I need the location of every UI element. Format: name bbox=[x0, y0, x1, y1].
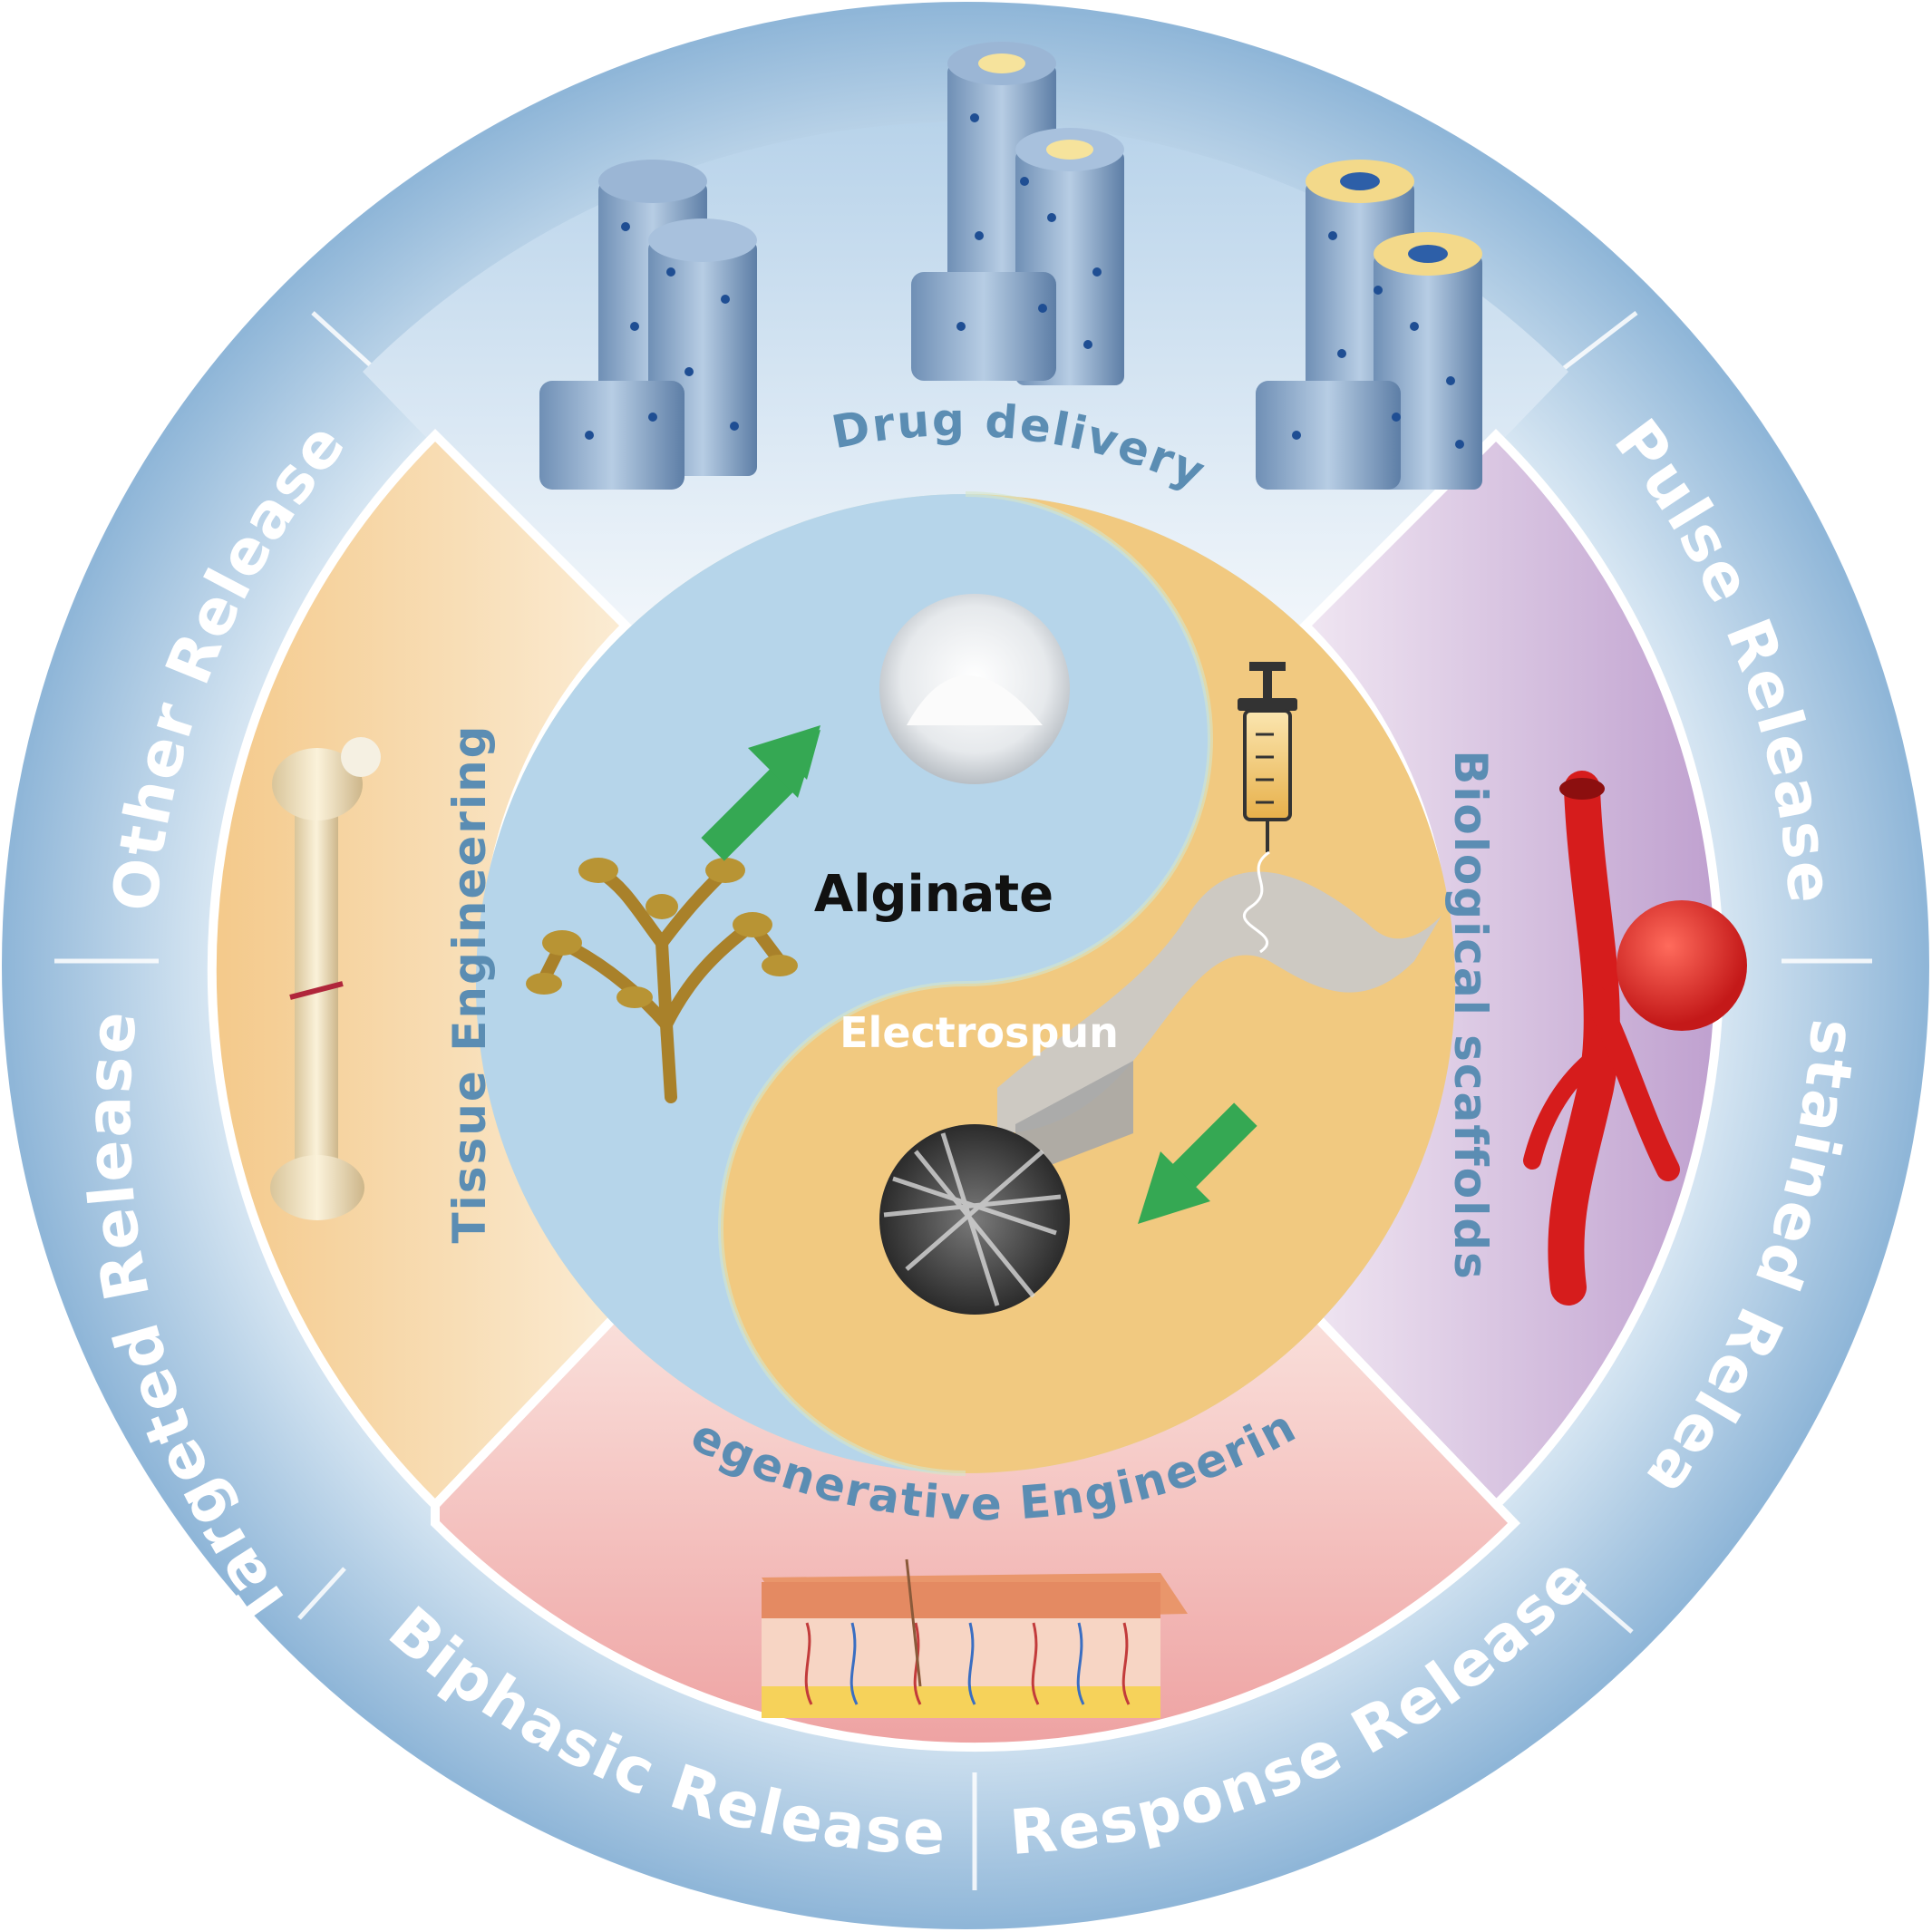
fiber-pair-left bbox=[539, 160, 757, 490]
alginate-label: Alginate bbox=[814, 865, 1053, 924]
electrospun-label: Electrospun bbox=[840, 1008, 1119, 1057]
arrow-up-right-icon bbox=[701, 725, 820, 861]
skin-illustration bbox=[762, 1558, 1188, 1718]
fiber-pair-middle bbox=[911, 42, 1124, 385]
fiber-pair-right bbox=[1256, 160, 1482, 490]
blood-vessel-illustration bbox=[1523, 771, 1747, 1306]
electrospun-sheet bbox=[997, 850, 1442, 1179]
bone-illustration bbox=[270, 737, 381, 1220]
fiber-mesh-image bbox=[879, 1124, 1070, 1315]
biological-scaffolds-label: Biological scaffolds bbox=[1444, 750, 1497, 1281]
alginate-powder-image bbox=[879, 594, 1070, 784]
drug-delivery-fibers bbox=[539, 42, 1482, 490]
seaweed-leaves bbox=[526, 858, 798, 1008]
arrow-down-left-icon bbox=[1138, 1102, 1257, 1224]
tissue-engineering-label: Tissue Engineering bbox=[443, 724, 496, 1244]
syringe-icon bbox=[1238, 662, 1297, 852]
